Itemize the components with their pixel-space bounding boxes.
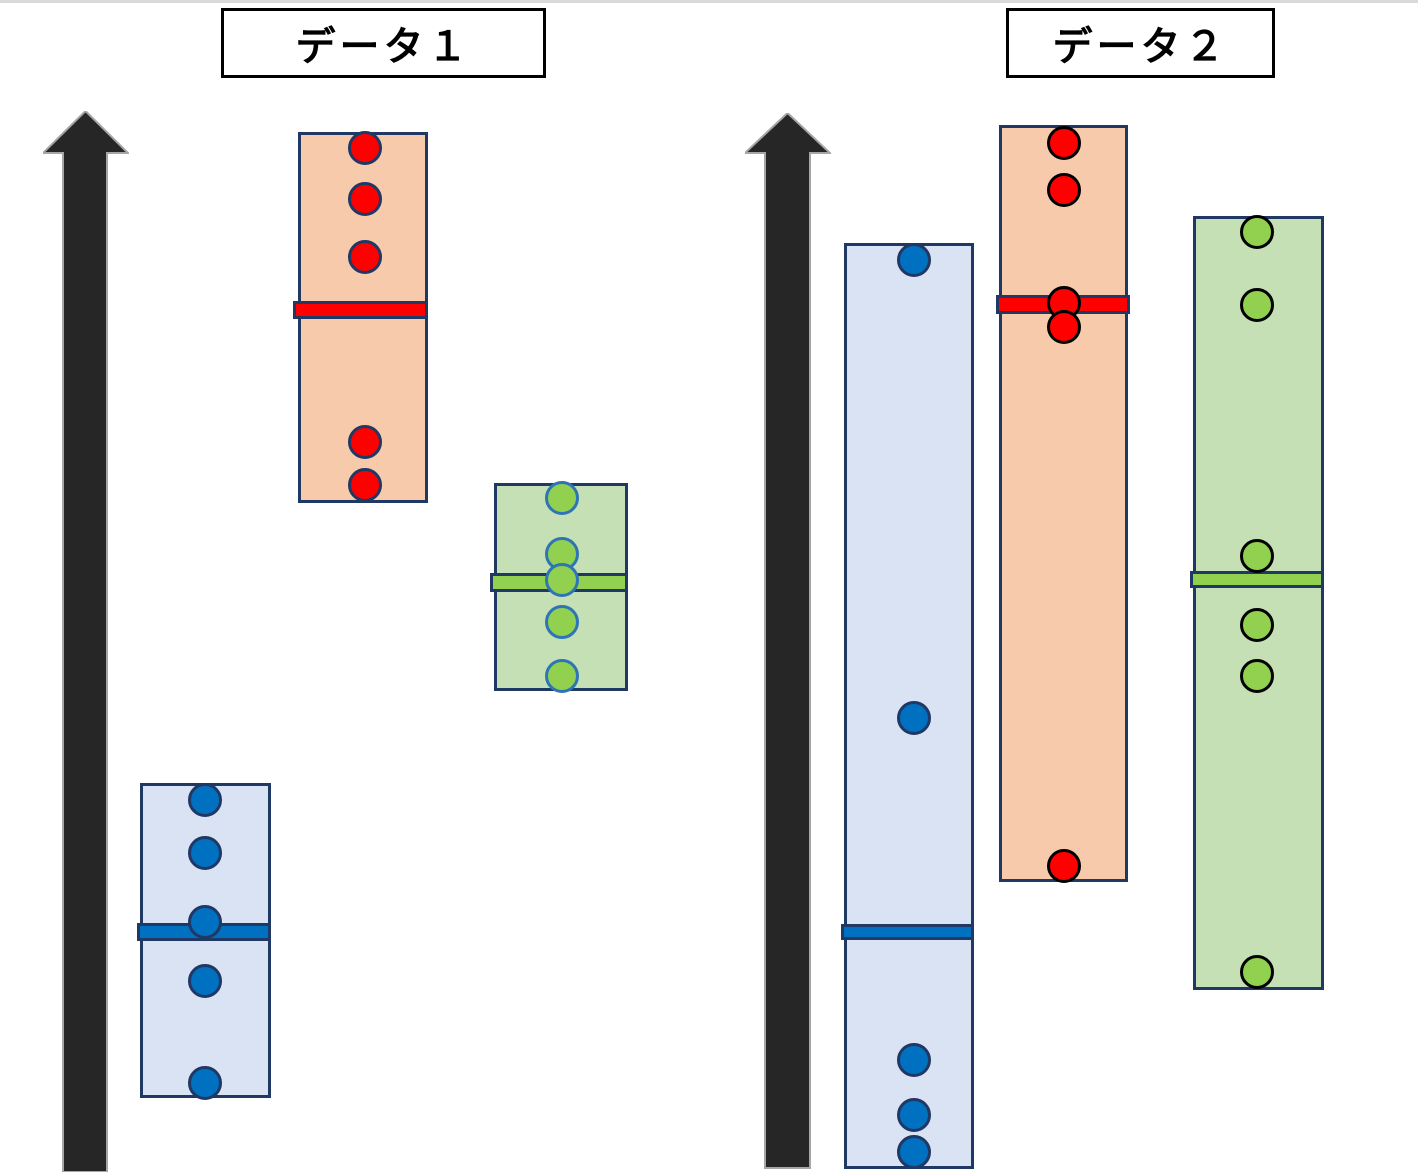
data2-blue-data-point — [897, 701, 931, 735]
data1-green-data-point — [545, 659, 579, 693]
data1-green-data-point — [545, 563, 579, 597]
data2-blue-data-point — [897, 1098, 931, 1132]
data1-red-data-point — [348, 425, 382, 459]
data2-green-mean-bar — [1190, 571, 1324, 588]
data2-red-data-point — [1047, 126, 1081, 160]
data2-blue-mean-bar — [841, 924, 974, 940]
axis-up-arrow-left — [43, 111, 129, 1172]
data1-blue-data-point — [188, 964, 222, 998]
data2-green-data-point — [1240, 955, 1274, 989]
data2-red-data-point — [1047, 310, 1081, 344]
data2-blue-range-box — [844, 243, 974, 1169]
title-data2-label: データ２ — [1052, 25, 1229, 69]
data1-red-mean-bar — [293, 301, 428, 319]
data1-blue-data-point — [188, 905, 222, 939]
top-edge-line — [0, 0, 1418, 3]
data2-red-range-box — [999, 125, 1128, 882]
data1-blue-data-point — [188, 1066, 222, 1100]
axis-up-arrow-right — [745, 113, 831, 1169]
data1-green-data-point — [545, 605, 579, 639]
data2-green-data-point — [1240, 659, 1274, 693]
data2-blue-data-point — [897, 1135, 931, 1169]
up-arrow-icon — [745, 113, 831, 1169]
data2-blue-data-point — [897, 1043, 931, 1077]
data2-blue-data-point — [897, 243, 931, 277]
title-data1: データ１ — [221, 8, 546, 78]
data2-red-data-point — [1047, 173, 1081, 207]
data1-red-data-point — [348, 468, 382, 502]
data2-green-data-point — [1240, 288, 1274, 322]
data2-green-data-point — [1240, 215, 1274, 249]
data1-green-data-point — [545, 481, 579, 515]
data2-red-data-point — [1047, 849, 1081, 883]
data1-red-data-point — [348, 240, 382, 274]
data1-red-data-point — [348, 182, 382, 216]
data1-blue-data-point — [188, 783, 222, 817]
data2-green-range-box — [1193, 216, 1324, 990]
title-data1-label: データ１ — [295, 25, 472, 69]
data1-blue-data-point — [188, 836, 222, 870]
up-arrow-icon — [43, 111, 129, 1172]
title-data2: データ２ — [1006, 8, 1275, 78]
data1-red-data-point — [348, 131, 382, 165]
data2-green-data-point — [1240, 539, 1274, 573]
data2-green-data-point — [1240, 608, 1274, 642]
